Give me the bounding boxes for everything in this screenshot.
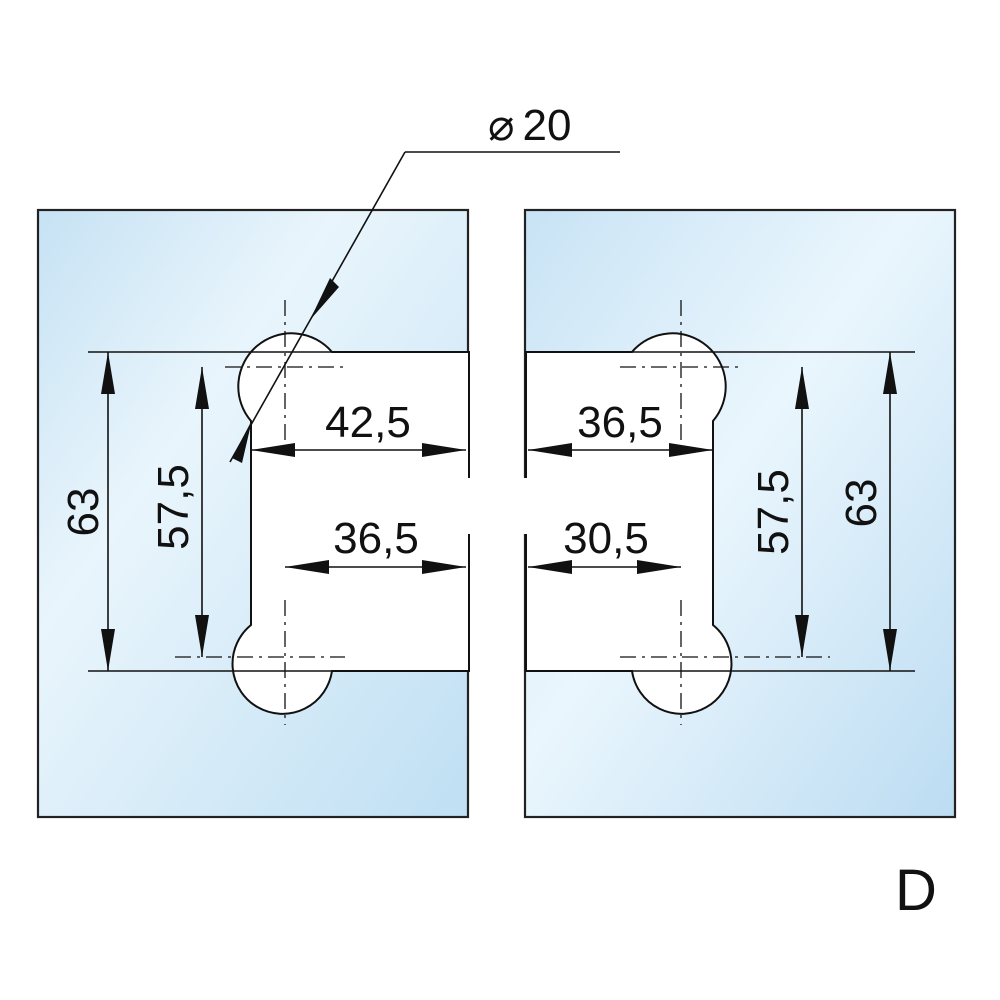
left-bottom-width-dim: 36,5	[333, 514, 419, 563]
right-notch-cutout	[525, 332, 733, 715]
right-inner-height-dim: 57,5	[749, 469, 798, 555]
left-glass-panel	[36, 208, 470, 819]
left-dimensions: 63 57,5 42,5 36,5 ⌀20	[59, 101, 620, 672]
left-inner-height-dim: 57,5	[149, 464, 198, 550]
diameter-dim: ⌀20	[488, 101, 571, 150]
variant-label: D	[895, 858, 937, 923]
left-notch-cutout	[231, 332, 470, 715]
left-top-width-dim: 42,5	[325, 398, 411, 447]
left-outer-height-dim: 63	[59, 488, 108, 537]
right-dimensions: 63 57,5 36,5 30,5	[528, 351, 915, 672]
diameter-symbol: ⌀	[488, 101, 515, 150]
right-top-width-dim: 36,5	[577, 398, 663, 447]
right-outer-height-dim: 63	[837, 479, 886, 528]
right-bottom-width-dim: 30,5	[563, 514, 649, 563]
